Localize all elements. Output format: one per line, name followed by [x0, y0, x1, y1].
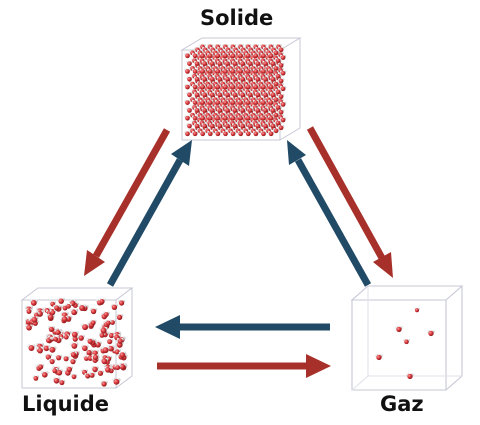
solid-molecules: [184, 43, 287, 137]
molecule: [186, 91, 193, 98]
molecule: [58, 379, 66, 386]
molecule: [116, 314, 124, 321]
molecule: [57, 297, 65, 304]
gas-label: Gaz: [380, 392, 424, 416]
molecule: [229, 130, 237, 137]
molecule: [97, 370, 104, 376]
arrow-fusion-solid-to-liquid: [84, 128, 171, 276]
molecule: [184, 115, 191, 121]
molecule: [184, 68, 191, 74]
molecule: [106, 338, 114, 345]
molecule: [25, 308, 33, 314]
molecule: [110, 303, 119, 310]
molecule: [55, 354, 63, 361]
solid-label: Solide: [200, 6, 274, 30]
gas-molecule: [414, 307, 420, 313]
molecule: [186, 107, 193, 113]
arrow-solidification-liquid-to-solid: [106, 140, 192, 287]
arrow-sublimation-solid-to-gas: [306, 126, 393, 278]
molecule: [184, 84, 191, 90]
molecule: [260, 130, 267, 137]
solid-cube: [180, 37, 302, 141]
arrow-vaporization-liquid-to-gas: [157, 354, 331, 378]
molecule: [237, 130, 244, 137]
molecule: [48, 358, 56, 365]
molecule: [84, 373, 92, 379]
molecule: [70, 309, 78, 316]
molecule: [222, 130, 229, 137]
liquid-cube-frame: [20, 287, 134, 389]
molecule: [32, 375, 40, 381]
arrow-liquefaction-gas-to-liquid: [155, 315, 330, 339]
molecule: [52, 377, 61, 384]
molecule: [186, 76, 193, 82]
molecule: [27, 344, 36, 351]
gas-molecule: [403, 338, 410, 345]
gas-molecules: [375, 307, 435, 380]
molecule: [100, 380, 108, 387]
molecule: [186, 60, 193, 66]
molecule: [267, 130, 275, 137]
molecule: [69, 358, 77, 365]
molecule: [29, 299, 38, 306]
gas-molecule: [375, 354, 383, 361]
molecule: [207, 130, 214, 137]
molecule: [245, 130, 252, 137]
molecule: [184, 52, 191, 59]
molecule: [112, 378, 121, 385]
molecule: [89, 308, 98, 315]
liquid-molecules: [24, 297, 128, 387]
molecule: [62, 355, 70, 362]
gas-molecule: [395, 326, 403, 333]
molecule: [214, 130, 222, 137]
gas-cube-frame: [350, 285, 464, 391]
molecule: [199, 130, 206, 137]
arrow-condensation-gas-to-solid: [287, 140, 372, 287]
liquid-label: Liquide: [22, 392, 110, 416]
gas-cube: [350, 285, 464, 391]
gas-molecule: [427, 330, 435, 337]
molecule: [48, 346, 57, 353]
molecule: [191, 130, 199, 137]
molecule: [25, 324, 33, 331]
molecule: [81, 323, 90, 331]
molecule: [184, 99, 191, 105]
molecule: [70, 342, 79, 349]
gas-molecule: [406, 373, 414, 380]
liquid-cube: [20, 287, 134, 389]
molecule: [252, 130, 260, 137]
molecule: [118, 299, 126, 306]
molecule: [63, 334, 70, 340]
molecule: [70, 373, 78, 380]
molecule: [184, 130, 191, 137]
molecule: [186, 123, 193, 129]
molecule: [36, 347, 44, 354]
molecule: [40, 371, 49, 378]
